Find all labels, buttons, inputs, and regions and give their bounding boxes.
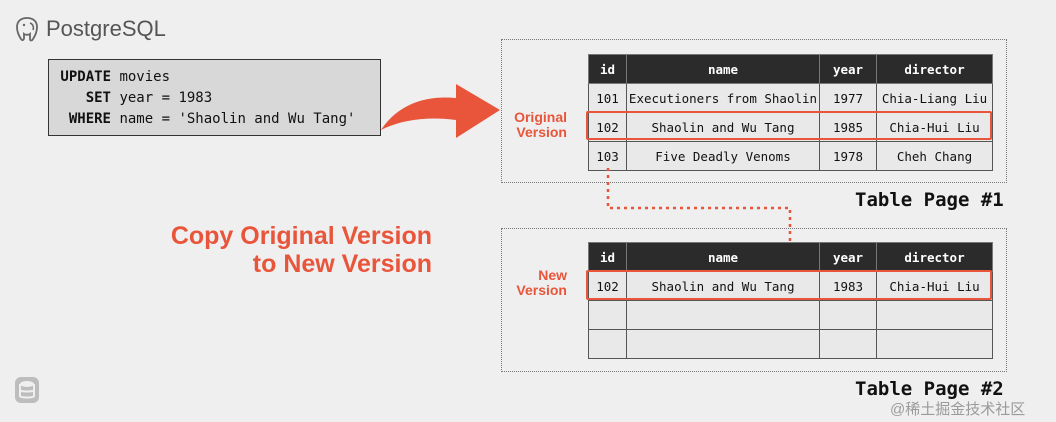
table-page-1-label: Table Page #1 — [855, 189, 1004, 211]
column-header-director: director — [876, 54, 993, 84]
cell-name: Executioners from Shaolin — [626, 83, 820, 113]
sql-keyword: UPDATE — [60, 69, 111, 85]
table-header-row: id name year director — [588, 242, 993, 272]
label-line: Version — [516, 282, 567, 298]
cell-name: Shaolin and Wu Tang — [626, 271, 820, 301]
sql-line: UPDATE movies — [49, 69, 170, 85]
sql-line: SET year = 1983 — [49, 90, 212, 106]
cell-id: 103 — [588, 141, 627, 171]
label-line: New — [538, 267, 567, 283]
cell-id: 101 — [588, 83, 627, 113]
cell-director: Chia-Liang Liu — [876, 83, 993, 113]
cell-id — [588, 300, 627, 330]
table-row — [588, 329, 993, 359]
new-version-label: New Version — [505, 268, 567, 298]
new-version-highlight — [586, 270, 992, 300]
caption-line: Copy Original Version — [170, 222, 432, 250]
cell-year: 1977 — [819, 83, 877, 113]
column-header-year: year — [819, 54, 877, 84]
table-page-1: id name year director 101 Executioners f… — [588, 54, 993, 171]
cell-year — [819, 329, 877, 359]
postgresql-logo: PostgreSQL — [14, 14, 166, 44]
table-row: 103 Five Deadly Venoms 1978 Cheh Chang — [588, 141, 993, 171]
cell-name: Five Deadly Venoms — [626, 141, 820, 171]
cell-year — [819, 300, 877, 330]
label-line: Original — [514, 109, 567, 125]
elephant-icon — [16, 17, 38, 42]
original-version-label: Original Version — [505, 110, 567, 140]
column-header-id: id — [588, 54, 627, 84]
sql-line: WHERE name = 'Shaolin and Wu Tang' — [49, 111, 356, 127]
table-page-2: id name year director 102 Shaolin and Wu… — [588, 242, 993, 359]
cell-name — [626, 329, 820, 359]
column-header-id: id — [588, 242, 627, 272]
cell-director — [876, 329, 993, 359]
caption-line: to New Version — [252, 250, 432, 278]
table-row — [588, 300, 993, 330]
table-page-2-label: Table Page #2 — [855, 378, 1004, 400]
brand-name: PostgreSQL — [46, 16, 166, 41]
cell-name — [626, 300, 820, 330]
original-version-highlight — [586, 111, 992, 140]
column-header-year: year — [819, 242, 877, 272]
table-page-1-frame — [501, 39, 1007, 183]
cell-name: Shaolin and Wu Tang — [626, 112, 820, 142]
watermark-text: @稀土掘金技术社区 — [890, 401, 1026, 418]
cell-director: Cheh Chang — [876, 141, 993, 171]
table-row: 102 Shaolin and Wu Tang 1983 Chia-Hui Li… — [588, 271, 993, 301]
table-page-2-frame — [501, 228, 1007, 372]
column-header-name: name — [626, 54, 820, 84]
update-arrow-icon — [381, 84, 500, 138]
sql-keyword: SET — [85, 90, 111, 106]
column-header-director: director — [876, 242, 993, 272]
table-row: 101 Executioners from Shaolin 1977 Chia-… — [588, 83, 993, 113]
cell-id — [588, 329, 627, 359]
cell-director: Chia-Hui Liu — [876, 271, 993, 301]
cell-year: 1983 — [819, 271, 877, 301]
sql-clause: name = 'Shaolin and Wu Tang' — [119, 111, 356, 127]
sql-keyword: WHERE — [68, 111, 111, 127]
database-icon — [15, 377, 39, 403]
label-line: Version — [516, 124, 567, 140]
cell-director — [876, 300, 993, 330]
cell-year: 1978 — [819, 141, 877, 171]
column-header-name: name — [626, 242, 820, 272]
copy-caption: Copy Original Version to New Version — [120, 222, 432, 278]
cell-id: 102 — [588, 271, 627, 301]
sql-statement: UPDATE movies SET year = 1983 WHERE name… — [48, 59, 381, 136]
table-header-row: id name year director — [588, 54, 993, 84]
sql-clause: movies — [119, 69, 171, 85]
table-row: 102 Shaolin and Wu Tang 1985 Chia-Hui Li… — [588, 112, 993, 142]
cell-director: Chia-Hui Liu — [876, 112, 993, 142]
sql-clause: year = 1983 — [119, 90, 213, 106]
